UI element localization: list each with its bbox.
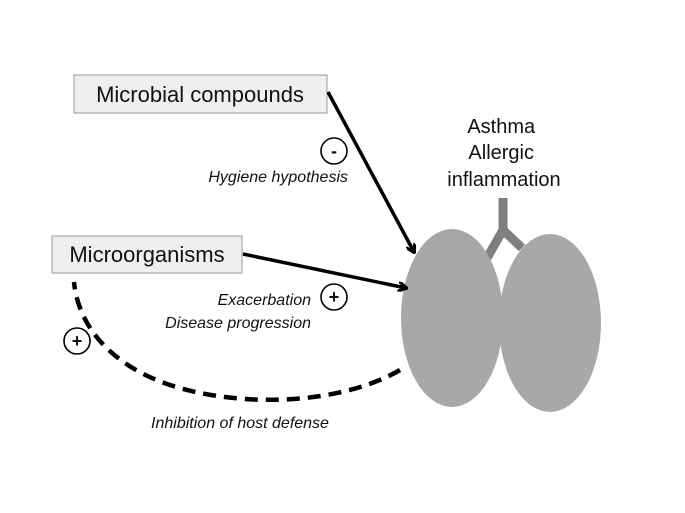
microorganisms-box <box>51 235 243 274</box>
left-lung <box>401 229 503 407</box>
plus-sign-host-defense: + <box>63 327 91 355</box>
plus-sign-host-defense-circle <box>63 327 91 355</box>
arrow-compounds-to-lungs <box>326 91 414 252</box>
outcome-label: Asthma Allergic inflammation <box>447 116 560 191</box>
hygiene-hypothesis-label: Hygiene hypothesis <box>208 169 348 186</box>
microbial-compounds-label: Microbial compounds <box>96 82 304 107</box>
plus-sign-exacerbation: + <box>320 283 348 311</box>
outcome-line-allergic: Allergic <box>468 142 534 164</box>
minus-sign-indicator: - <box>320 137 348 165</box>
disease-progression-label: Disease progression <box>165 315 311 332</box>
minus-sign-circle <box>320 137 348 165</box>
plus-sign-exacerbation-circle <box>320 283 348 311</box>
microorganisms-node: Microorganisms <box>51 235 243 274</box>
arrow-microorganisms-to-lungs <box>242 252 406 288</box>
host-defense-label: Inhibition of host defense <box>151 415 329 432</box>
microbial-compounds-node: Microbial compounds <box>73 74 328 114</box>
right-lung <box>499 234 601 412</box>
exacerbation-label: Exacerbation <box>218 292 311 309</box>
microbial-compounds-box <box>73 74 328 114</box>
dashed-feedback-curve <box>71 281 402 403</box>
airway-trachea <box>483 198 526 261</box>
lungs-illustration <box>401 198 601 412</box>
outcome-line-inflammation: inflammation <box>447 169 560 191</box>
plus-sign-exacerbation-glyph: + <box>329 287 340 307</box>
outcome-line-asthma: Asthma <box>467 116 536 138</box>
microorganisms-label: Microorganisms <box>69 242 224 267</box>
minus-sign-glyph: - <box>331 141 337 161</box>
plus-sign-host-defense-glyph: + <box>72 331 83 351</box>
